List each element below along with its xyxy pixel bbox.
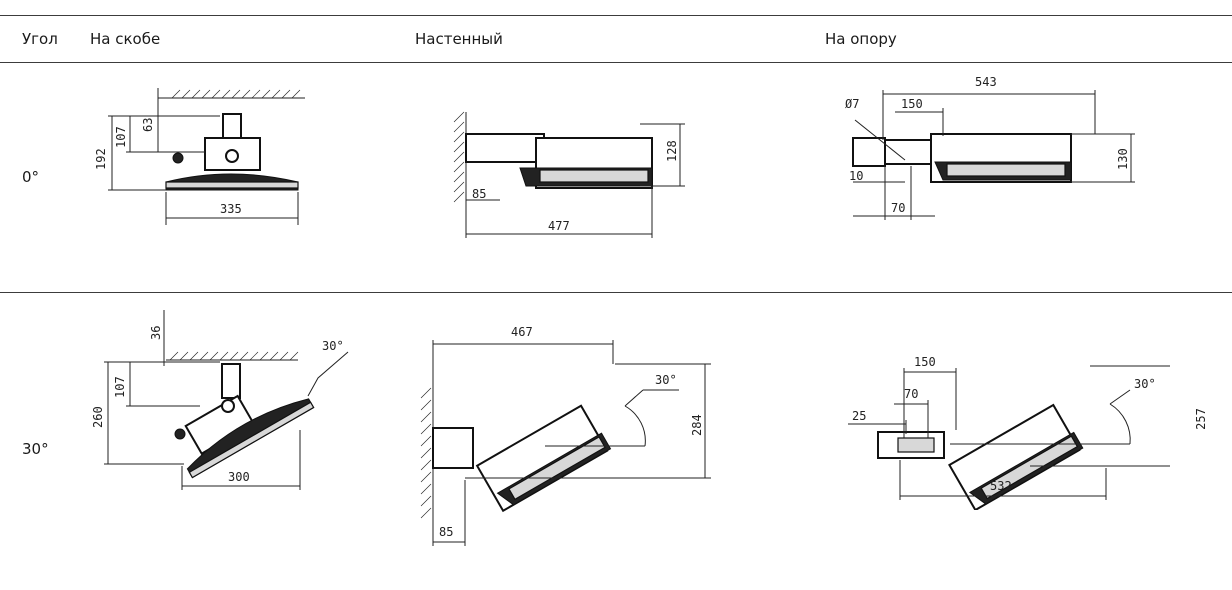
header-angle: Угол [22, 30, 58, 48]
wall-mount-30-drawing: 467 30° 284 85 [420, 325, 711, 546]
header-rule [0, 62, 1232, 63]
wall-0-offset: 85 [472, 187, 486, 201]
bracket-30-top: 36 [149, 326, 163, 340]
row-angle-0: 0° [22, 168, 40, 186]
pole-30-base: 70 [904, 387, 918, 401]
pole-0-arm: 150 [901, 97, 923, 111]
pole-30-offset: 25 [852, 409, 866, 423]
wall-30-offset: 85 [439, 525, 453, 539]
bracket-0-h-total: 192 [94, 148, 108, 170]
pole-30-tilt: 30° [1134, 377, 1156, 391]
pole-mount-30-drawing: 150 70 25 30° 532 [848, 355, 1170, 510]
header-bracket: На скобе [90, 30, 161, 48]
row-rule [0, 292, 1232, 293]
bracket-0-width: 335 [220, 202, 242, 216]
header-pole: На опору [825, 30, 897, 48]
bracket-0-h-top: 63 [141, 118, 155, 132]
pole-0-offset: 10 [849, 169, 863, 183]
wall-30-height: 284 [690, 414, 704, 436]
bracket-30-h-total: 260 [91, 406, 105, 428]
pole-30-length: 532 [990, 479, 1012, 493]
bracket-30-width: 300 [228, 470, 250, 484]
pole-0-height: 130 [1116, 148, 1130, 170]
pole-0-length: 543 [975, 75, 997, 89]
bracket-30-tilt: 30° [322, 339, 344, 353]
bracket-mount-30-drawing: 36 107 260 300 30° [91, 310, 349, 490]
pole-30-arm: 150 [914, 355, 936, 369]
wall-mount-0-drawing: 128 85 477 [453, 111, 685, 238]
wall-30-tilt: 30° [655, 373, 677, 387]
pole-0-diameter: Ø7 [845, 97, 859, 111]
wall-30-length: 467 [511, 325, 533, 339]
top-rule [0, 15, 1232, 16]
row-angle-30: 30° [22, 440, 49, 458]
header-wall: Настенный [415, 30, 503, 48]
wall-0-height: 128 [665, 140, 679, 162]
bracket-mount-0-drawing: 192 107 63 335 [94, 88, 305, 225]
pole-0-base: 70 [891, 201, 905, 215]
wall-0-length: 477 [548, 219, 570, 233]
bracket-0-h-mid: 107 [114, 126, 128, 148]
bracket-30-h-mid: 107 [113, 376, 127, 398]
pole-30-height: 257 [1193, 408, 1208, 430]
pole-mount-0-drawing: 543 Ø7 150 10 70 130 [845, 75, 1135, 220]
